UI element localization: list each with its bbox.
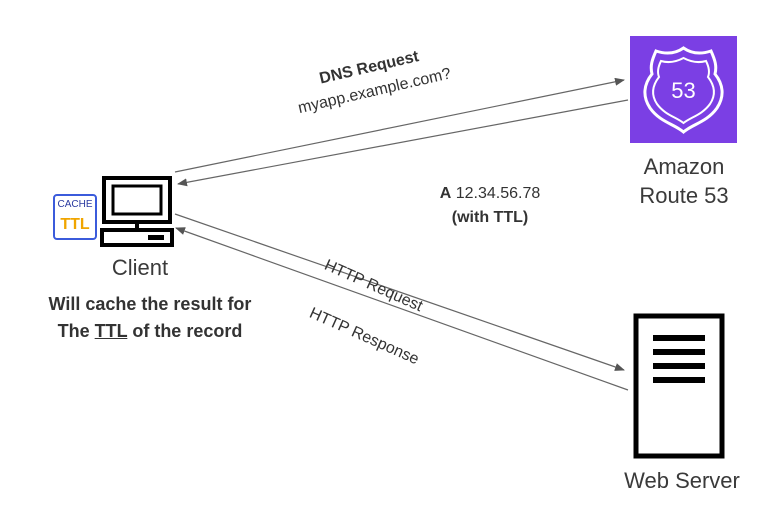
client-caption: Client	[111, 255, 169, 280]
dns-answer: A 12.34.56.78 (with TTL)	[400, 182, 580, 230]
route53-caption-line2: Route 53	[639, 183, 729, 208]
record-ip: 12.34.56.78	[455, 185, 541, 202]
record-type: A	[439, 185, 452, 202]
route53-icon: 53	[630, 36, 737, 143]
ttl-note: (with TTL)	[451, 209, 529, 226]
route53-caption-line1: Amazon	[643, 154, 725, 179]
cache-note-line1: Will cache the result for	[48, 294, 252, 314]
dns-request-arrow	[174, 77, 625, 173]
web-server-caption: Web Server	[624, 468, 740, 493]
http-request-arrow	[174, 213, 625, 371]
route53-caption: Amazon Route 53	[612, 152, 756, 210]
ttl-underlined: TTL	[94, 321, 128, 341]
cache-badge-label: CACHE	[57, 199, 93, 210]
http-response-arrow	[175, 227, 629, 391]
cache-ttl-icon: CACHE TTL	[53, 194, 97, 240]
server-icon	[633, 313, 725, 459]
computer-icon	[100, 176, 174, 247]
route53-shield-icon: 53	[643, 46, 724, 134]
cache-note-line2: The TTL of the record	[57, 321, 243, 341]
route53-number: 53	[671, 78, 695, 103]
cache-note: Will cache the result for The TTL of the…	[30, 291, 270, 345]
ttl-badge-label: TTL	[60, 216, 90, 233]
dns-response-arrow	[177, 99, 629, 187]
